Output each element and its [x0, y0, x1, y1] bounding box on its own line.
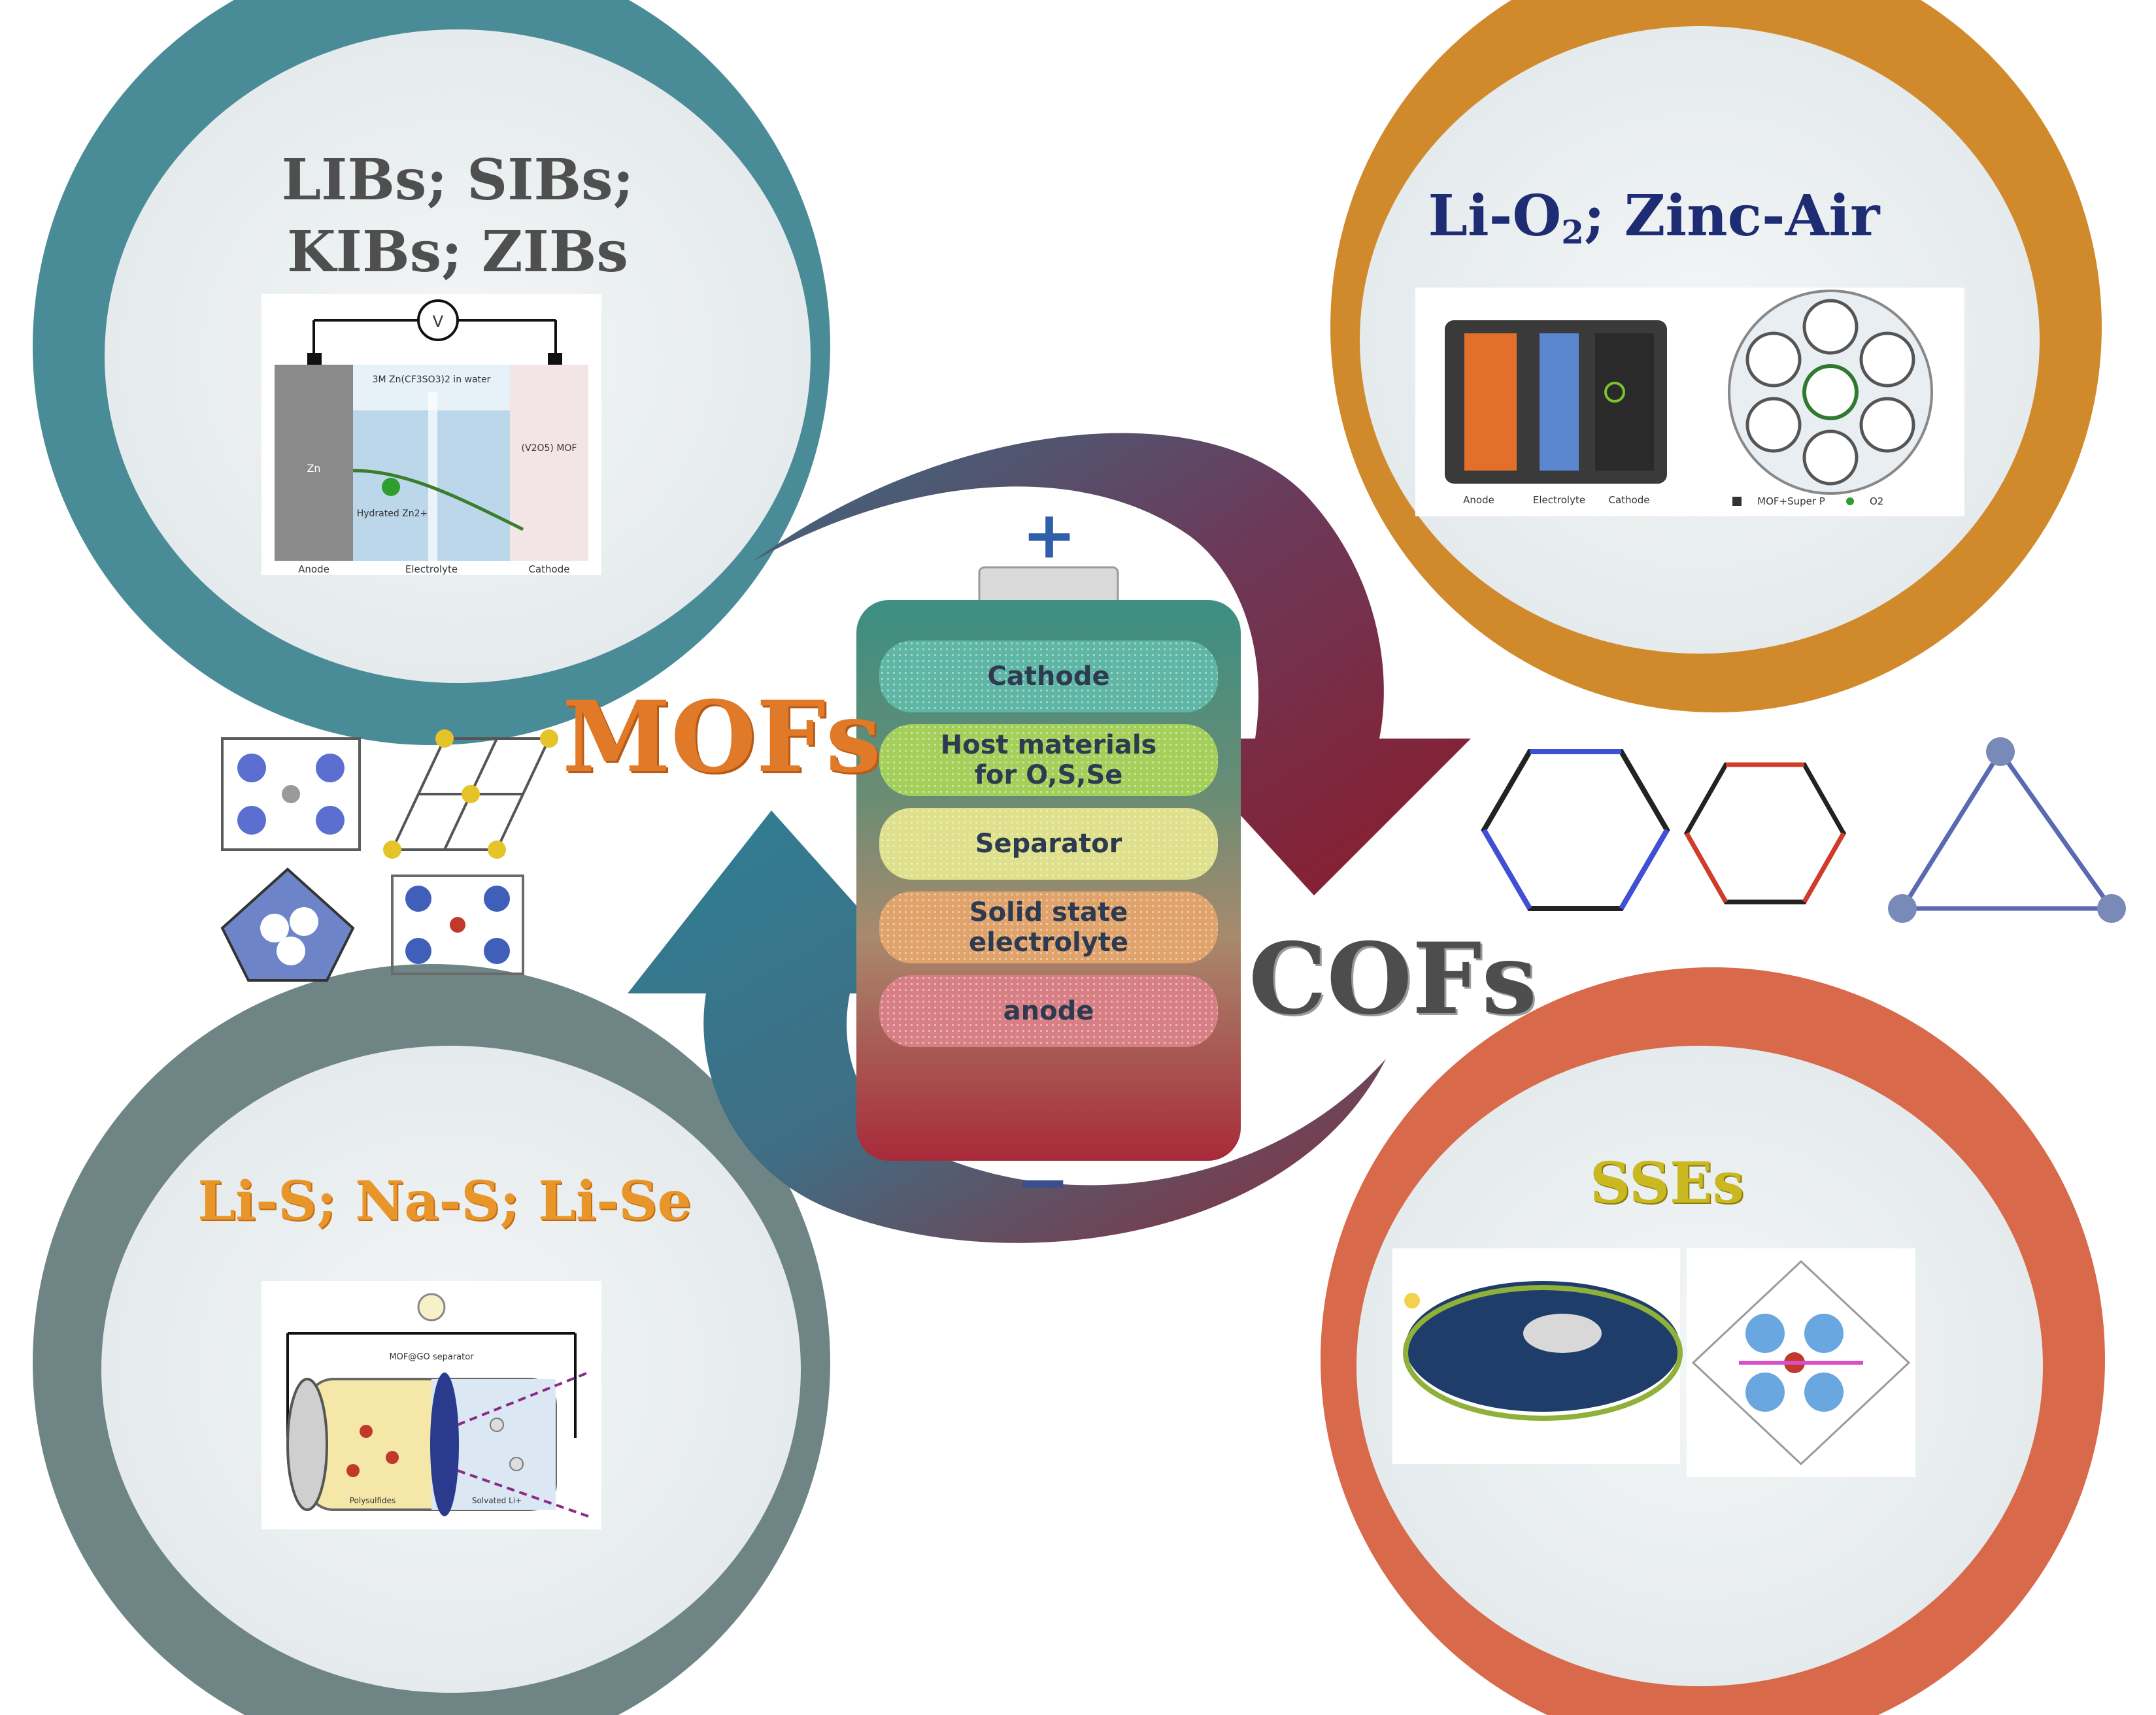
battery-layer-label-line2: electrolyte — [968, 927, 1129, 957]
li-s-schematic: MOF@GO separator Polysulfides Solvated L… — [261, 1281, 601, 1529]
cycle-arrow-blue — [628, 810, 1386, 1243]
title-bottom-left: Li-S; Na-S; Li-Se — [197, 1170, 692, 1233]
cof-structure-3 — [1888, 737, 2126, 923]
battery-layer: anode — [879, 975, 1218, 1047]
mof-structure-4 — [391, 874, 524, 975]
battery-minus-sign: − — [1015, 1144, 1070, 1220]
o2-cathode-label: Cathode — [1609, 494, 1650, 506]
o2-anode-label: Anode — [1463, 494, 1494, 506]
legend-o2: O2 — [1870, 495, 1883, 507]
li-o2-schematic: Anode Electrolyte Cathode MOF+Super P O2 — [1415, 288, 1964, 516]
title-top-right: Li-O2; Zinc-Air — [1406, 183, 1902, 251]
mofs-label: MOFs — [562, 680, 881, 795]
battery-plus-sign: + — [1022, 497, 1077, 573]
anode-label: Anode — [298, 563, 329, 575]
cathode-material-label: (V2O5) MOF — [522, 443, 577, 454]
battery-layer-label: Separator — [975, 829, 1122, 859]
battery-layer: Cathode — [879, 641, 1218, 712]
cofs-label: COFs — [1249, 922, 1537, 1037]
battery-layer-label: Solid state — [969, 897, 1128, 927]
hydrated-ion-label: Hydrated Zn2+ — [357, 508, 428, 519]
cathode-label: Cathode — [529, 563, 570, 575]
title-bottom-right: SSEs — [1589, 1150, 1745, 1216]
battery-layer-label: Host materials — [940, 730, 1157, 760]
battery-layer-label-line2: for O,S,Se — [974, 760, 1123, 790]
legend-mof-superp: MOF+Super P — [1757, 495, 1825, 507]
mof-structure-3 — [220, 867, 355, 982]
voltmeter-label: V — [433, 312, 444, 331]
polysulfides-label: Polysulfides — [350, 1496, 396, 1505]
mof-structures — [220, 729, 558, 982]
battery-layer: Separator — [879, 808, 1218, 880]
mof-structure-1 — [221, 737, 361, 851]
zn-battery-schematic: V 3M Zn(CF3SO3)2 in water Zn Hydrated Zn… — [261, 294, 601, 575]
mof-structure-2 — [383, 729, 558, 859]
battery-layer-label: anode — [1003, 996, 1094, 1026]
title-top-left-line1: LIBs; SIBs; — [281, 147, 634, 213]
cof-structures — [1481, 737, 2126, 923]
sse-schematic — [1392, 1248, 1915, 1477]
zn-label: Zn — [307, 462, 320, 475]
title-top-right-prefix: Li-O — [1428, 183, 1562, 249]
mof-go-separator-label: MOF@GO separator — [389, 1352, 474, 1362]
title-top-right-suffix: ; Zinc-Air — [1584, 183, 1880, 249]
electrolyte-label: Electrolyte — [405, 563, 458, 575]
cycle-arrow-red — [752, 433, 1471, 895]
cof-structure-1 — [1481, 749, 1670, 911]
solvated-label: Solvated Li+ — [472, 1496, 522, 1505]
electrolyte-desc-label: 3M Zn(CF3SO3)2 in water — [373, 375, 491, 385]
cof-structure-2 — [1683, 762, 1847, 905]
battery-layer-label: Cathode — [987, 661, 1110, 691]
title-top-right-subscript: 2 — [1561, 212, 1584, 252]
o2-electrolyte-label: Electrolyte — [1533, 494, 1585, 506]
title-top-left-line2: KIBs; ZIBs — [287, 219, 628, 285]
